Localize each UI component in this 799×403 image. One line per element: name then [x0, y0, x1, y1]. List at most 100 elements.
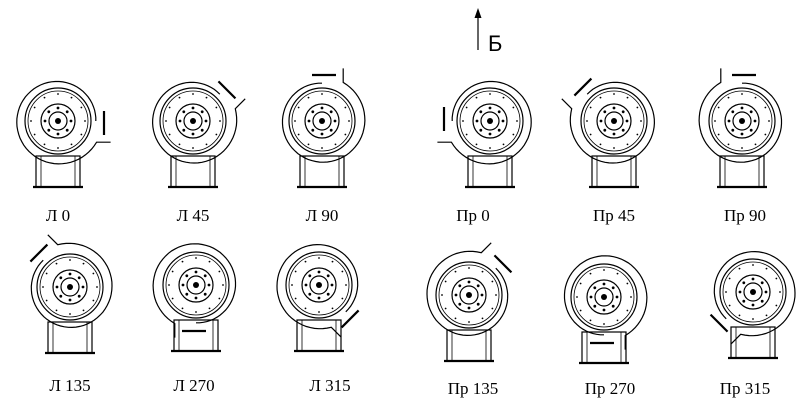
bolt	[749, 128, 753, 132]
bolt	[740, 132, 744, 136]
rivet	[613, 93, 615, 95]
bolt	[625, 119, 629, 123]
rivet	[768, 120, 770, 122]
bolt	[742, 299, 746, 303]
bolt	[731, 110, 735, 114]
rivet	[717, 106, 720, 109]
impeller-outer-ring	[435, 261, 503, 329]
rivet	[752, 264, 754, 266]
bolt	[317, 270, 321, 274]
bolt	[738, 290, 742, 294]
rivet	[331, 307, 334, 310]
bolt	[194, 270, 198, 274]
impeller-outer-ring	[36, 253, 104, 321]
rivet	[512, 133, 515, 136]
bolt	[200, 110, 204, 114]
bolt	[43, 119, 47, 123]
rivet	[491, 280, 494, 283]
bolt	[753, 119, 757, 123]
hub	[309, 275, 329, 295]
rivet	[70, 143, 73, 146]
variant-label: Пр 270	[585, 379, 636, 398]
variant-label: Л 90	[306, 206, 339, 225]
rivet	[55, 309, 58, 312]
rivet	[82, 309, 85, 312]
rivet	[42, 286, 44, 288]
bolt	[191, 132, 195, 136]
bolt	[308, 292, 312, 296]
fan-variant: Л 0	[16, 80, 111, 225]
fan-housing	[713, 250, 796, 345]
rivet	[491, 307, 494, 310]
hub	[594, 287, 614, 307]
shaft	[487, 118, 493, 124]
impeller-inner-ring	[288, 254, 350, 316]
rivet	[738, 314, 741, 317]
rivet	[297, 133, 300, 136]
fan-stand	[299, 155, 345, 188]
bolt	[77, 294, 81, 298]
bolt	[185, 274, 189, 278]
rivet	[481, 317, 484, 320]
hub	[459, 285, 479, 305]
variant-label: Л 45	[177, 206, 210, 225]
rivet	[45, 299, 48, 302]
rivet	[475, 96, 478, 99]
rivet	[57, 147, 59, 149]
rivet	[80, 133, 83, 136]
bolt	[593, 304, 597, 308]
bolt	[81, 285, 85, 289]
bolt	[467, 280, 471, 284]
hub-ring	[724, 103, 760, 139]
rivet	[444, 280, 447, 283]
hub-ring	[178, 267, 214, 303]
rivet	[331, 260, 334, 263]
rivet	[630, 296, 632, 298]
rivet	[168, 106, 171, 109]
rivet	[218, 297, 221, 300]
bolt	[488, 106, 492, 110]
rivet	[626, 96, 629, 99]
bolt	[458, 302, 462, 306]
bolt	[317, 296, 321, 300]
bolt	[497, 128, 501, 132]
variant-label: Пр 315	[720, 379, 771, 398]
bolt	[65, 110, 69, 114]
bolt	[612, 132, 616, 136]
rivet	[465, 106, 468, 109]
bolt	[182, 110, 186, 114]
rivet	[603, 269, 605, 271]
bolt	[311, 128, 315, 132]
fan-variant: Пр 45	[561, 77, 656, 225]
rivet	[481, 270, 484, 273]
fan-housing	[152, 243, 237, 338]
variant-label: Л 315	[309, 376, 350, 395]
rivet	[178, 143, 181, 146]
rivet	[218, 270, 221, 273]
rivet	[636, 133, 639, 136]
rivet	[80, 106, 83, 109]
bolt	[603, 128, 607, 132]
impeller-inner-ring	[722, 261, 784, 323]
fan-variant: Л 270	[152, 243, 237, 395]
hub-ring	[735, 274, 771, 310]
rivet	[45, 272, 48, 275]
rivet	[334, 96, 337, 99]
impeller-outer-ring	[288, 87, 356, 155]
rivet	[616, 319, 619, 322]
bolt	[329, 128, 333, 132]
rivet	[345, 284, 347, 286]
bolt	[467, 306, 471, 310]
rivet	[441, 294, 443, 296]
bolt	[204, 119, 208, 123]
variant-label: Л 270	[173, 376, 214, 395]
impeller-inner-ring	[438, 264, 500, 326]
impeller-inner-ring	[162, 90, 224, 152]
rivet	[195, 257, 197, 259]
rivet	[752, 318, 754, 320]
outlet-flange	[340, 309, 360, 329]
shaft	[739, 118, 745, 124]
rivet	[516, 120, 518, 122]
bolt	[611, 286, 615, 290]
rivet	[754, 143, 757, 146]
